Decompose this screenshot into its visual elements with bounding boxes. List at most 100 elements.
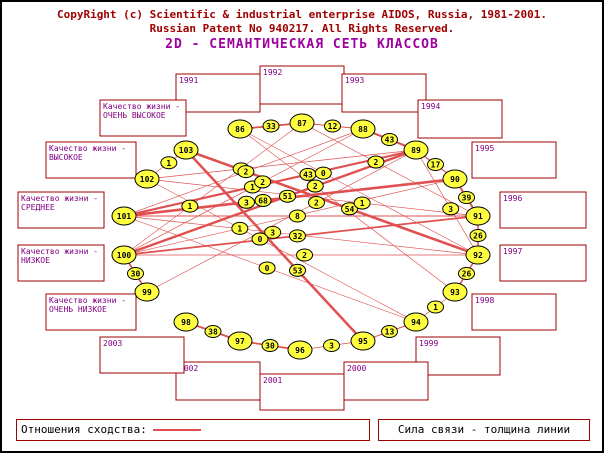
link-weight-87-88: 12	[324, 119, 341, 133]
link-weight-label: 13	[385, 328, 395, 337]
link-weight-label: 3	[270, 228, 275, 237]
node-label: 91	[473, 212, 483, 221]
node-95: 95	[350, 331, 376, 351]
class-box-1997: 1997	[499, 244, 587, 282]
link-weight-101-89: 43	[299, 167, 317, 181]
class-box-label: 2000	[347, 364, 366, 373]
class-box-label: 2001	[263, 376, 282, 385]
link-weight-label: 17	[431, 161, 441, 170]
link-weight-label: 1	[360, 199, 365, 208]
link-weight-label: 2	[302, 251, 307, 260]
link-weight-97-98: 38	[204, 325, 222, 338]
link-weight-93-94: 1	[427, 300, 444, 314]
class-box-label: 1999	[419, 339, 438, 348]
link-weight-86-87: 33	[262, 119, 280, 133]
node-label: 86	[235, 125, 245, 134]
node-90: 90	[442, 169, 468, 189]
node-93: 93	[442, 282, 468, 302]
link-weight-88-89: 43	[381, 133, 398, 146]
link-weight-88-100: 2	[254, 175, 272, 189]
link-weight-label: 43	[385, 136, 395, 145]
link-weight-91-102: 1	[353, 196, 371, 210]
node-89: 89	[403, 140, 429, 160]
link-weight-102-103: 1	[160, 156, 178, 170]
node-101: 101	[111, 206, 137, 226]
class-box-2002: 2002	[175, 361, 261, 401]
link-weight-label: 39	[462, 194, 472, 203]
class-box-q-very-high: Качество жизни -ОЧЕНЬ ВЫСОКОЕ	[99, 99, 187, 137]
class-box-label: 1998	[475, 296, 494, 305]
link-99-89	[146, 149, 417, 293]
link-weight-100-90: 1	[231, 221, 249, 235]
class-box-q-very-low: Качество жизни -ОЧЕНЬ НИЗКОЕ	[45, 293, 137, 331]
link-weight-100-89: 51	[279, 189, 297, 203]
class-box-1993: 1993	[341, 73, 427, 113]
class-box-label: 2002	[179, 364, 198, 373]
link-86-92	[239, 128, 479, 256]
class-box-label: 1997	[503, 247, 522, 256]
class-box-label: Качество жизни -	[21, 194, 98, 203]
class-box-label: 1994	[421, 102, 440, 111]
class-box-1998: 1998	[471, 293, 557, 331]
link-weight-100-99: 30	[127, 267, 144, 280]
link-weight-94-95: 13	[381, 325, 398, 338]
node-97: 97	[227, 331, 253, 351]
link-weight-label: 1	[166, 159, 171, 168]
node-103: 103	[173, 140, 199, 160]
node-86: 86	[227, 119, 253, 139]
diagram-title: 2D - СЕМАНТИЧЕСКАЯ СЕТЬ КЛАССОВ	[165, 37, 439, 52]
class-box-1992: 1992	[259, 65, 345, 105]
link-weight-90-91: 39	[458, 191, 475, 204]
strength-legend: Сила связи - толщина линии	[378, 419, 590, 441]
link-weight-label: 33	[266, 122, 276, 131]
copyright-text: CopyRight (c) Scientific & industrial en…	[56, 8, 548, 21]
link-weight-96-97: 30	[261, 339, 279, 352]
node-label: 102	[140, 175, 155, 184]
node-label: 103	[179, 146, 194, 155]
class-box-label: ОЧЕНЬ НИЗКОЕ	[49, 305, 107, 314]
similarity-legend: Отношения сходства:	[16, 419, 370, 441]
link-weight-label: 0	[258, 235, 263, 244]
link-weight-label: 54	[345, 205, 355, 214]
link-weight-91-92: 26	[469, 229, 487, 242]
link-weight-label: 1	[237, 224, 242, 233]
class-box-label: Качество жизни -	[49, 296, 126, 305]
link-weight-label: 1	[187, 202, 192, 211]
link-weight-label: 2	[314, 199, 319, 208]
link-weight-90-101: 3	[237, 195, 255, 209]
node-91: 91	[465, 206, 491, 226]
node-label: 98	[181, 318, 191, 327]
node-label: 87	[297, 119, 307, 128]
class-box-1996: 1996	[499, 191, 587, 229]
link-weight-101-90: 68	[254, 193, 272, 207]
link-102-89	[146, 149, 417, 180]
node-label: 94	[411, 318, 421, 327]
class-box-label: 1993	[345, 76, 364, 85]
link-weight-label: 12	[328, 122, 338, 131]
link-weight-label: 2	[243, 168, 248, 177]
class-box-label: ВЫСОКОЕ	[49, 153, 83, 162]
link-weight-label: 1	[250, 183, 255, 192]
link-89-92	[415, 149, 479, 256]
class-box-label: 1991	[179, 76, 198, 85]
class-box-label: 1992	[263, 68, 282, 77]
class-box-label: Качество жизни -	[103, 102, 180, 111]
link-weight-103-92: 54	[341, 202, 359, 216]
link-weight-label: 43	[303, 170, 313, 179]
node-label: 101	[117, 212, 132, 221]
class-box-2003: 2003	[99, 336, 185, 374]
similarity-label: Отношения сходства:	[21, 423, 147, 436]
link-weight-89-92: 3	[442, 202, 460, 216]
class-box-2001: 2001	[259, 373, 345, 411]
link-weight-label: 3	[448, 205, 453, 214]
link-88-100	[123, 128, 364, 256]
class-box-label: Качество жизни -	[21, 247, 98, 256]
node-label: 95	[358, 337, 368, 346]
link-weight-86-92: 0	[314, 166, 332, 180]
link-weight-label: 2	[260, 178, 265, 187]
link-weight-label: 38	[208, 328, 218, 337]
class-box-1995: 1995	[471, 141, 557, 179]
class-box-2000: 2000	[343, 361, 429, 401]
link-weight-101-94: 0	[258, 261, 276, 275]
